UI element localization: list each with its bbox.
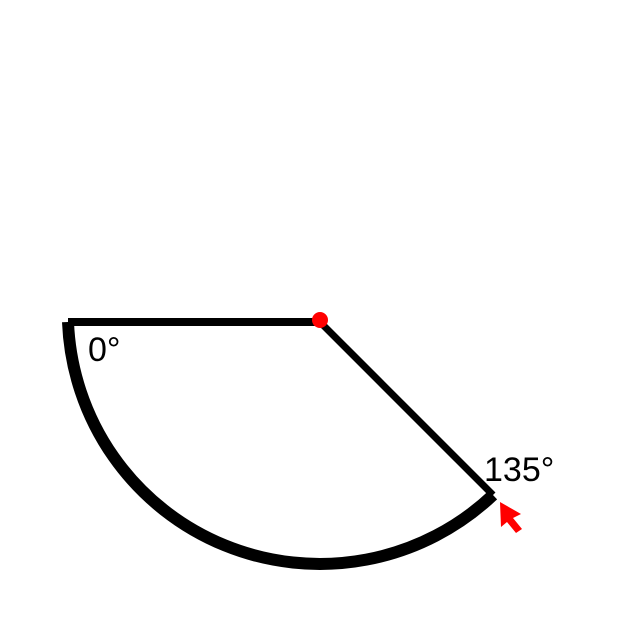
sector-arc (62, 321, 498, 570)
radius-line-end (317, 319, 496, 498)
end-angle-label: 135° (484, 451, 554, 489)
cursor-arrow-icon[interactable] (500, 502, 522, 533)
center-dot[interactable] (312, 312, 328, 328)
start-angle-label: 0° (88, 331, 121, 369)
